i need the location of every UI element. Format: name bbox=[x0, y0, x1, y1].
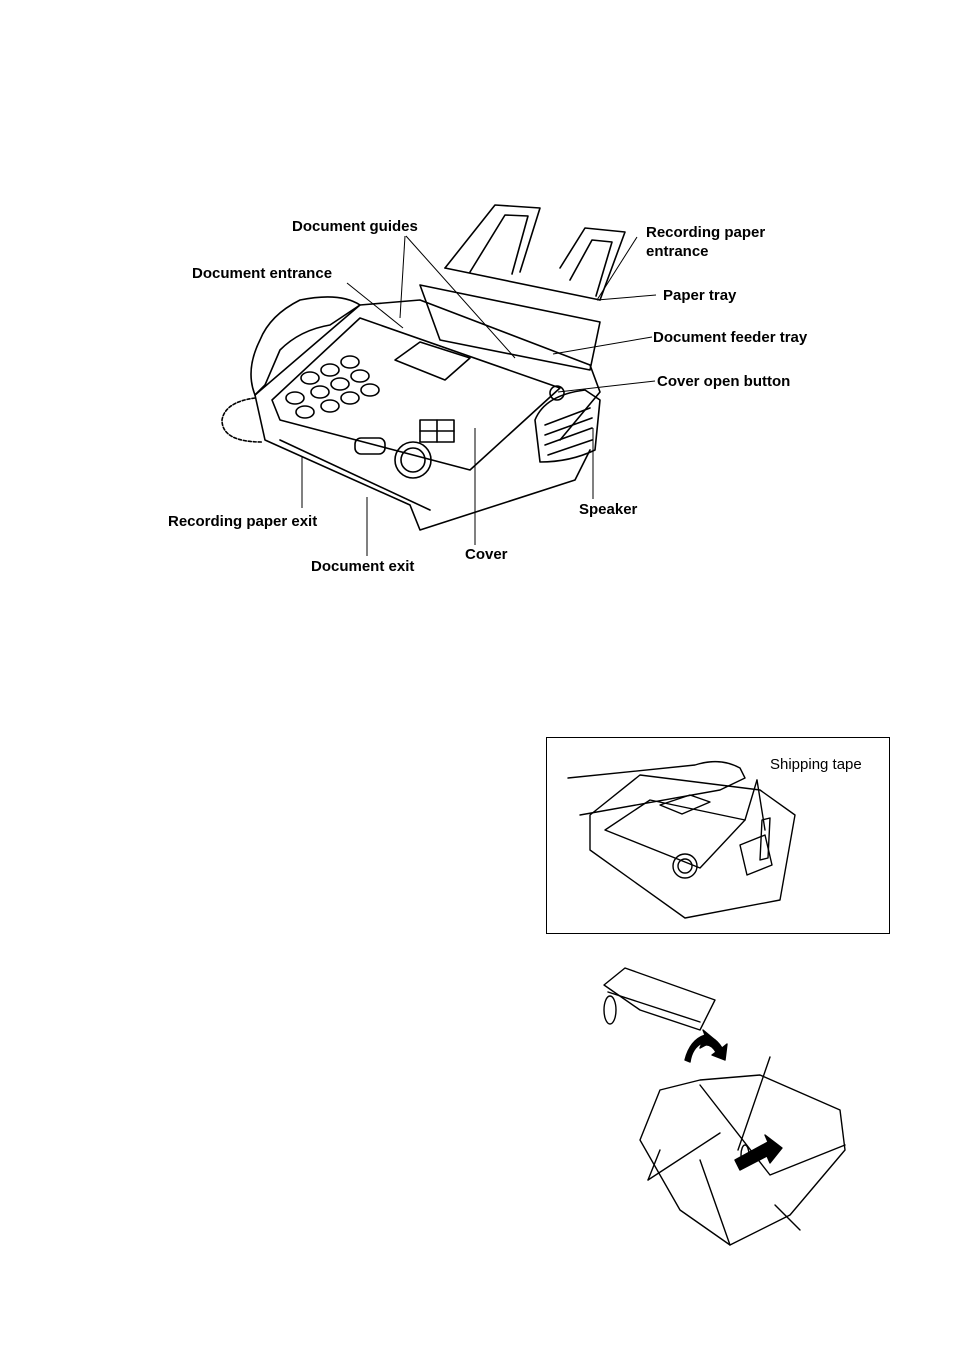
label-document-feeder-tray: Document feeder tray bbox=[653, 328, 807, 347]
label-recording-paper-exit: Recording paper exit bbox=[168, 512, 317, 531]
label-paper-tray: Paper tray bbox=[663, 286, 736, 305]
label-speaker: Speaker bbox=[579, 500, 637, 519]
label-document-entrance: Document entrance bbox=[192, 264, 332, 283]
label-shipping-tape: Shipping tape bbox=[770, 755, 862, 774]
label-cover: Cover bbox=[465, 545, 508, 564]
label-document-exit: Document exit bbox=[311, 557, 414, 576]
label-recording-paper-entrance-line2: entrance bbox=[646, 242, 709, 261]
label-recording-paper-entrance-line1: Recording paper bbox=[646, 223, 765, 242]
label-cover-open-button: Cover open button bbox=[657, 372, 790, 391]
label-document-guides: Document guides bbox=[292, 217, 418, 236]
